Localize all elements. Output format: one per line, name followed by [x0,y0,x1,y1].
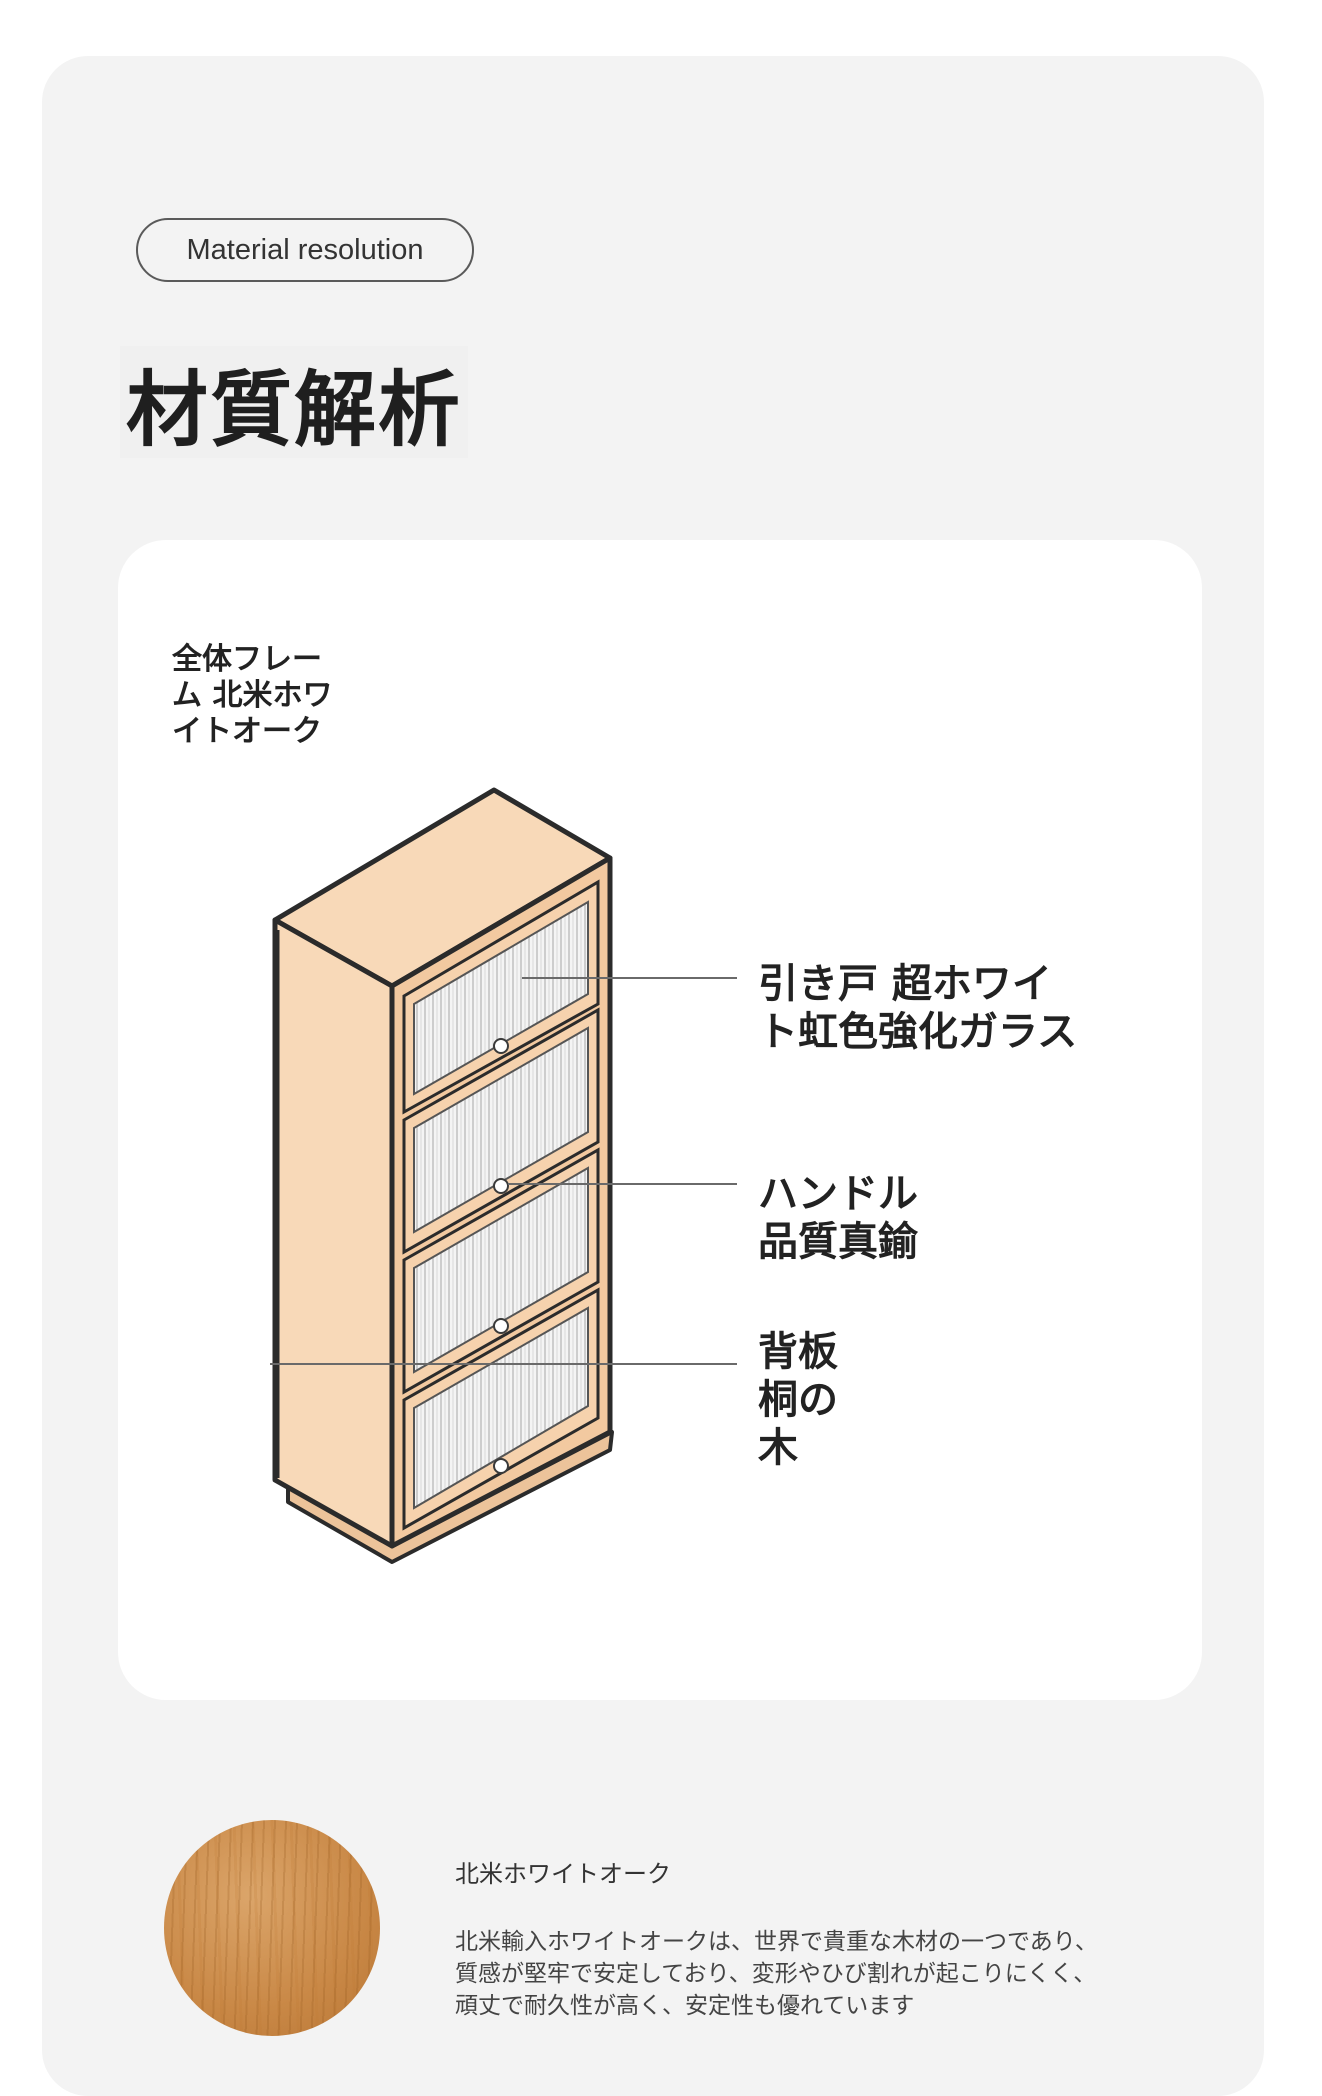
glass-leader-line [522,977,737,979]
page-title: 材質解析 [120,346,468,458]
back-panel-leader-line [270,1363,737,1365]
sliding-door-3 [402,1147,600,1395]
wood-grain-swatch-icon [164,1820,380,2036]
handle-material-label: ハンドル 品質真鍮 [758,1171,918,1265]
material-name: 北米ホワイトオーク [455,1860,671,1888]
frame-material-label: 全体フレー ム 北米ホワ イトオーク [172,642,333,749]
material-description: 北米輸入ホワイトオークは、世界で貴重な木材の一つであり、質感が堅牢で安定しており… [455,1929,1098,2019]
sliding-door-1 [402,879,600,1115]
cabinet-illustration [272,787,614,1564]
sliding-door-2 [402,1007,600,1255]
glass-door-label: 引き戸 超ホワイ ト虹色強化ガラス [758,961,1078,1055]
door-handles [493,1038,509,1474]
cabinet-side-panel [272,917,395,1549]
sliding-door-4 [402,1287,600,1531]
handle-leader-line [508,1183,737,1185]
section-label-pill: Material resolution [136,218,474,282]
back-panel-label: 背板 桐の 木 [758,1329,838,1471]
